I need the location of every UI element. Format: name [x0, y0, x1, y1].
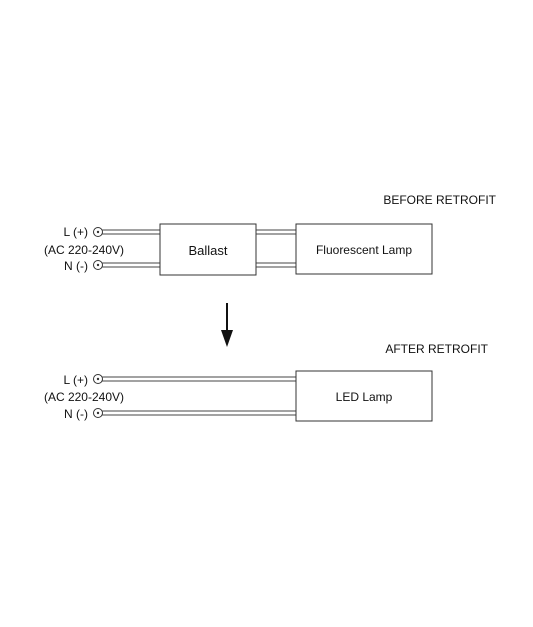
- after-live-terminal-icon: [93, 374, 103, 384]
- down-arrow-icon: [221, 303, 233, 347]
- before-retrofit-heading: BEFORE RETROFIT: [383, 193, 496, 207]
- before-supply-wires: [102, 229, 160, 268]
- led-lamp-box: LED Lamp: [295, 370, 433, 422]
- led-lamp-label: LED Lamp: [336, 390, 393, 404]
- ballast-box: Ballast: [159, 223, 257, 276]
- after-neutral-label: N (-): [64, 407, 88, 421]
- before-neutral-label: N (-): [64, 259, 88, 273]
- ballast-label: Ballast: [188, 243, 227, 258]
- after-neutral-terminal-icon: [93, 408, 103, 418]
- before-live-terminal-icon: [93, 227, 103, 237]
- fluorescent-lamp-label: Fluorescent Lamp: [316, 243, 412, 257]
- before-neutral-terminal-icon: [93, 260, 103, 270]
- before-live-label: L (+): [63, 225, 88, 239]
- ballast-to-lamp-wires: [256, 229, 296, 268]
- after-supply-wires: [102, 376, 296, 416]
- before-voltage-label: (AC 220-240V): [44, 243, 124, 257]
- after-retrofit-section: AFTER RETROFIT L (+) (AC 220-240V) N (-)…: [44, 342, 489, 422]
- after-live-label: L (+): [63, 373, 88, 387]
- before-retrofit-section: BEFORE RETROFIT L (+) (AC 220-240V) N (-…: [44, 193, 497, 276]
- fluorescent-lamp-box: Fluorescent Lamp: [295, 223, 433, 275]
- after-voltage-label: (AC 220-240V): [44, 390, 124, 404]
- after-retrofit-heading: AFTER RETROFIT: [385, 342, 488, 356]
